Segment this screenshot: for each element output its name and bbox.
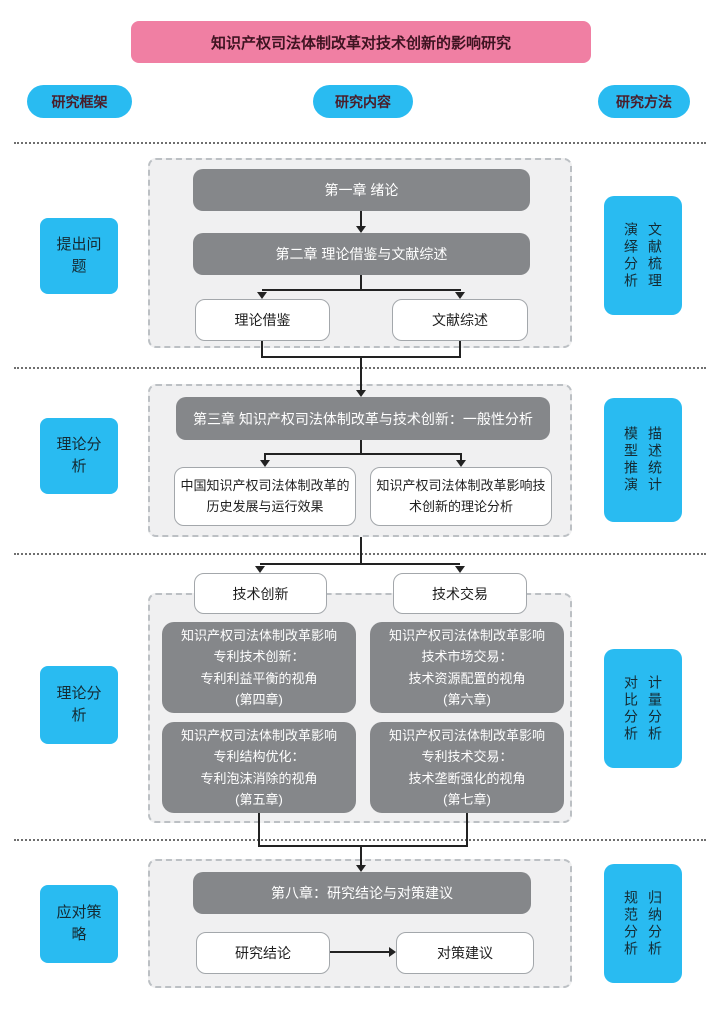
chapter2-box: 第二章 理论借鉴与文献综述 — [193, 233, 530, 275]
research-conclusion-box: 研究结论 — [196, 932, 330, 974]
column-header-method: 研究方法 — [598, 85, 690, 118]
connector-line — [360, 356, 362, 390]
connector-line — [264, 453, 266, 460]
dotted-separator-4 — [14, 839, 706, 841]
method-label: 归纳分析 — [647, 889, 663, 958]
connector-line — [261, 341, 263, 358]
method-label: 规范分析 — [623, 889, 639, 958]
method-step2-text: 描述统计 模型推演 — [617, 426, 669, 494]
title-banner: 知识产权司法体制改革对技术创新的影响研究 — [131, 21, 591, 63]
method-step3-text: 计量分析 对比分析 — [617, 675, 669, 743]
arrow-down-icon — [260, 460, 270, 467]
arrow-down-icon — [455, 566, 465, 573]
connector-line — [360, 275, 362, 289]
connector-line — [260, 563, 460, 565]
chapter5-box: 知识产权司法体制改革影响 专利结构优化： 专利泡沫消除的视角 (第五章) — [162, 722, 356, 813]
arrow-right-icon — [389, 947, 396, 957]
arrow-down-icon — [455, 292, 465, 299]
connector-line — [258, 813, 260, 847]
connector-line — [330, 951, 389, 953]
method-step1-box: 文献梳理 演绎分析 — [604, 196, 682, 315]
connector-line — [264, 453, 462, 455]
tech-trade-box: 技术交易 — [393, 573, 527, 614]
method-step3-box: 计量分析 对比分析 — [604, 649, 682, 768]
chapter4-box: 知识产权司法体制改革影响 专利技术创新： 专利利益平衡的视角 (第四章) — [162, 622, 356, 713]
method-step4-box: 归纳分析 规范分析 — [604, 864, 682, 983]
connector-line — [360, 845, 362, 865]
chapter1-box: 第一章 绪论 — [193, 169, 530, 211]
frame-step4-box: 应对策略 — [40, 885, 118, 963]
connector-line — [360, 211, 362, 226]
connector-line — [258, 845, 468, 847]
connector-line — [360, 537, 362, 565]
chapter8-box: 第八章：研究结论与对策建议 — [193, 872, 531, 914]
theoretical-analysis-box: 知识产权司法体制改革影响技 术创新的理论分析 — [370, 467, 552, 526]
column-header-framework: 研究框架 — [27, 85, 132, 118]
method-label: 描述统计 — [647, 426, 663, 494]
method-step2-box: 描述统计 模型推演 — [604, 398, 682, 522]
arrow-down-icon — [356, 390, 366, 397]
tech-innovation-box: 技术创新 — [194, 573, 327, 614]
connector-line — [360, 440, 362, 455]
column-header-content: 研究内容 — [313, 85, 413, 118]
arrow-down-icon — [356, 865, 366, 872]
history-development-box: 中国知识产权司法体制改革的 历史发展与运行效果 — [174, 467, 356, 526]
frame-step3-box: 理论分析 — [40, 666, 118, 744]
literature-review-box: 文献综述 — [392, 299, 528, 341]
method-step1-text: 文献梳理 演绎分析 — [617, 222, 669, 290]
chapter7-box: 知识产权司法体制改革影响 专利技术交易： 技术垄断强化的视角 (第七章) — [370, 722, 564, 813]
arrow-down-icon — [356, 226, 366, 233]
frame-step1-box: 提出问题 — [40, 218, 118, 294]
method-label: 计量分析 — [647, 674, 663, 743]
arrow-down-icon — [255, 566, 265, 573]
connector-line — [459, 341, 461, 358]
theory-reference-box: 理论借鉴 — [195, 299, 330, 341]
connector-line — [262, 289, 461, 291]
frame-step2-box: 理论分析 — [40, 418, 118, 494]
connector-line — [466, 813, 468, 847]
method-label: 演绎分析 — [623, 221, 639, 290]
method-label: 对比分析 — [623, 674, 639, 743]
method-label: 模型推演 — [623, 426, 639, 494]
method-label: 文献梳理 — [647, 221, 663, 290]
policy-suggestion-box: 对策建议 — [396, 932, 534, 974]
arrow-down-icon — [257, 292, 267, 299]
dotted-separator-1 — [14, 142, 706, 144]
chapter3-box: 第三章 知识产权司法体制改革与技术创新：一般性分析 — [176, 397, 550, 440]
method-step4-text: 归纳分析 规范分析 — [617, 890, 669, 958]
chapter6-box: 知识产权司法体制改革影响 技术市场交易： 技术资源配置的视角 (第六章) — [370, 622, 564, 713]
arrow-down-icon — [456, 460, 466, 467]
connector-line — [460, 453, 462, 460]
